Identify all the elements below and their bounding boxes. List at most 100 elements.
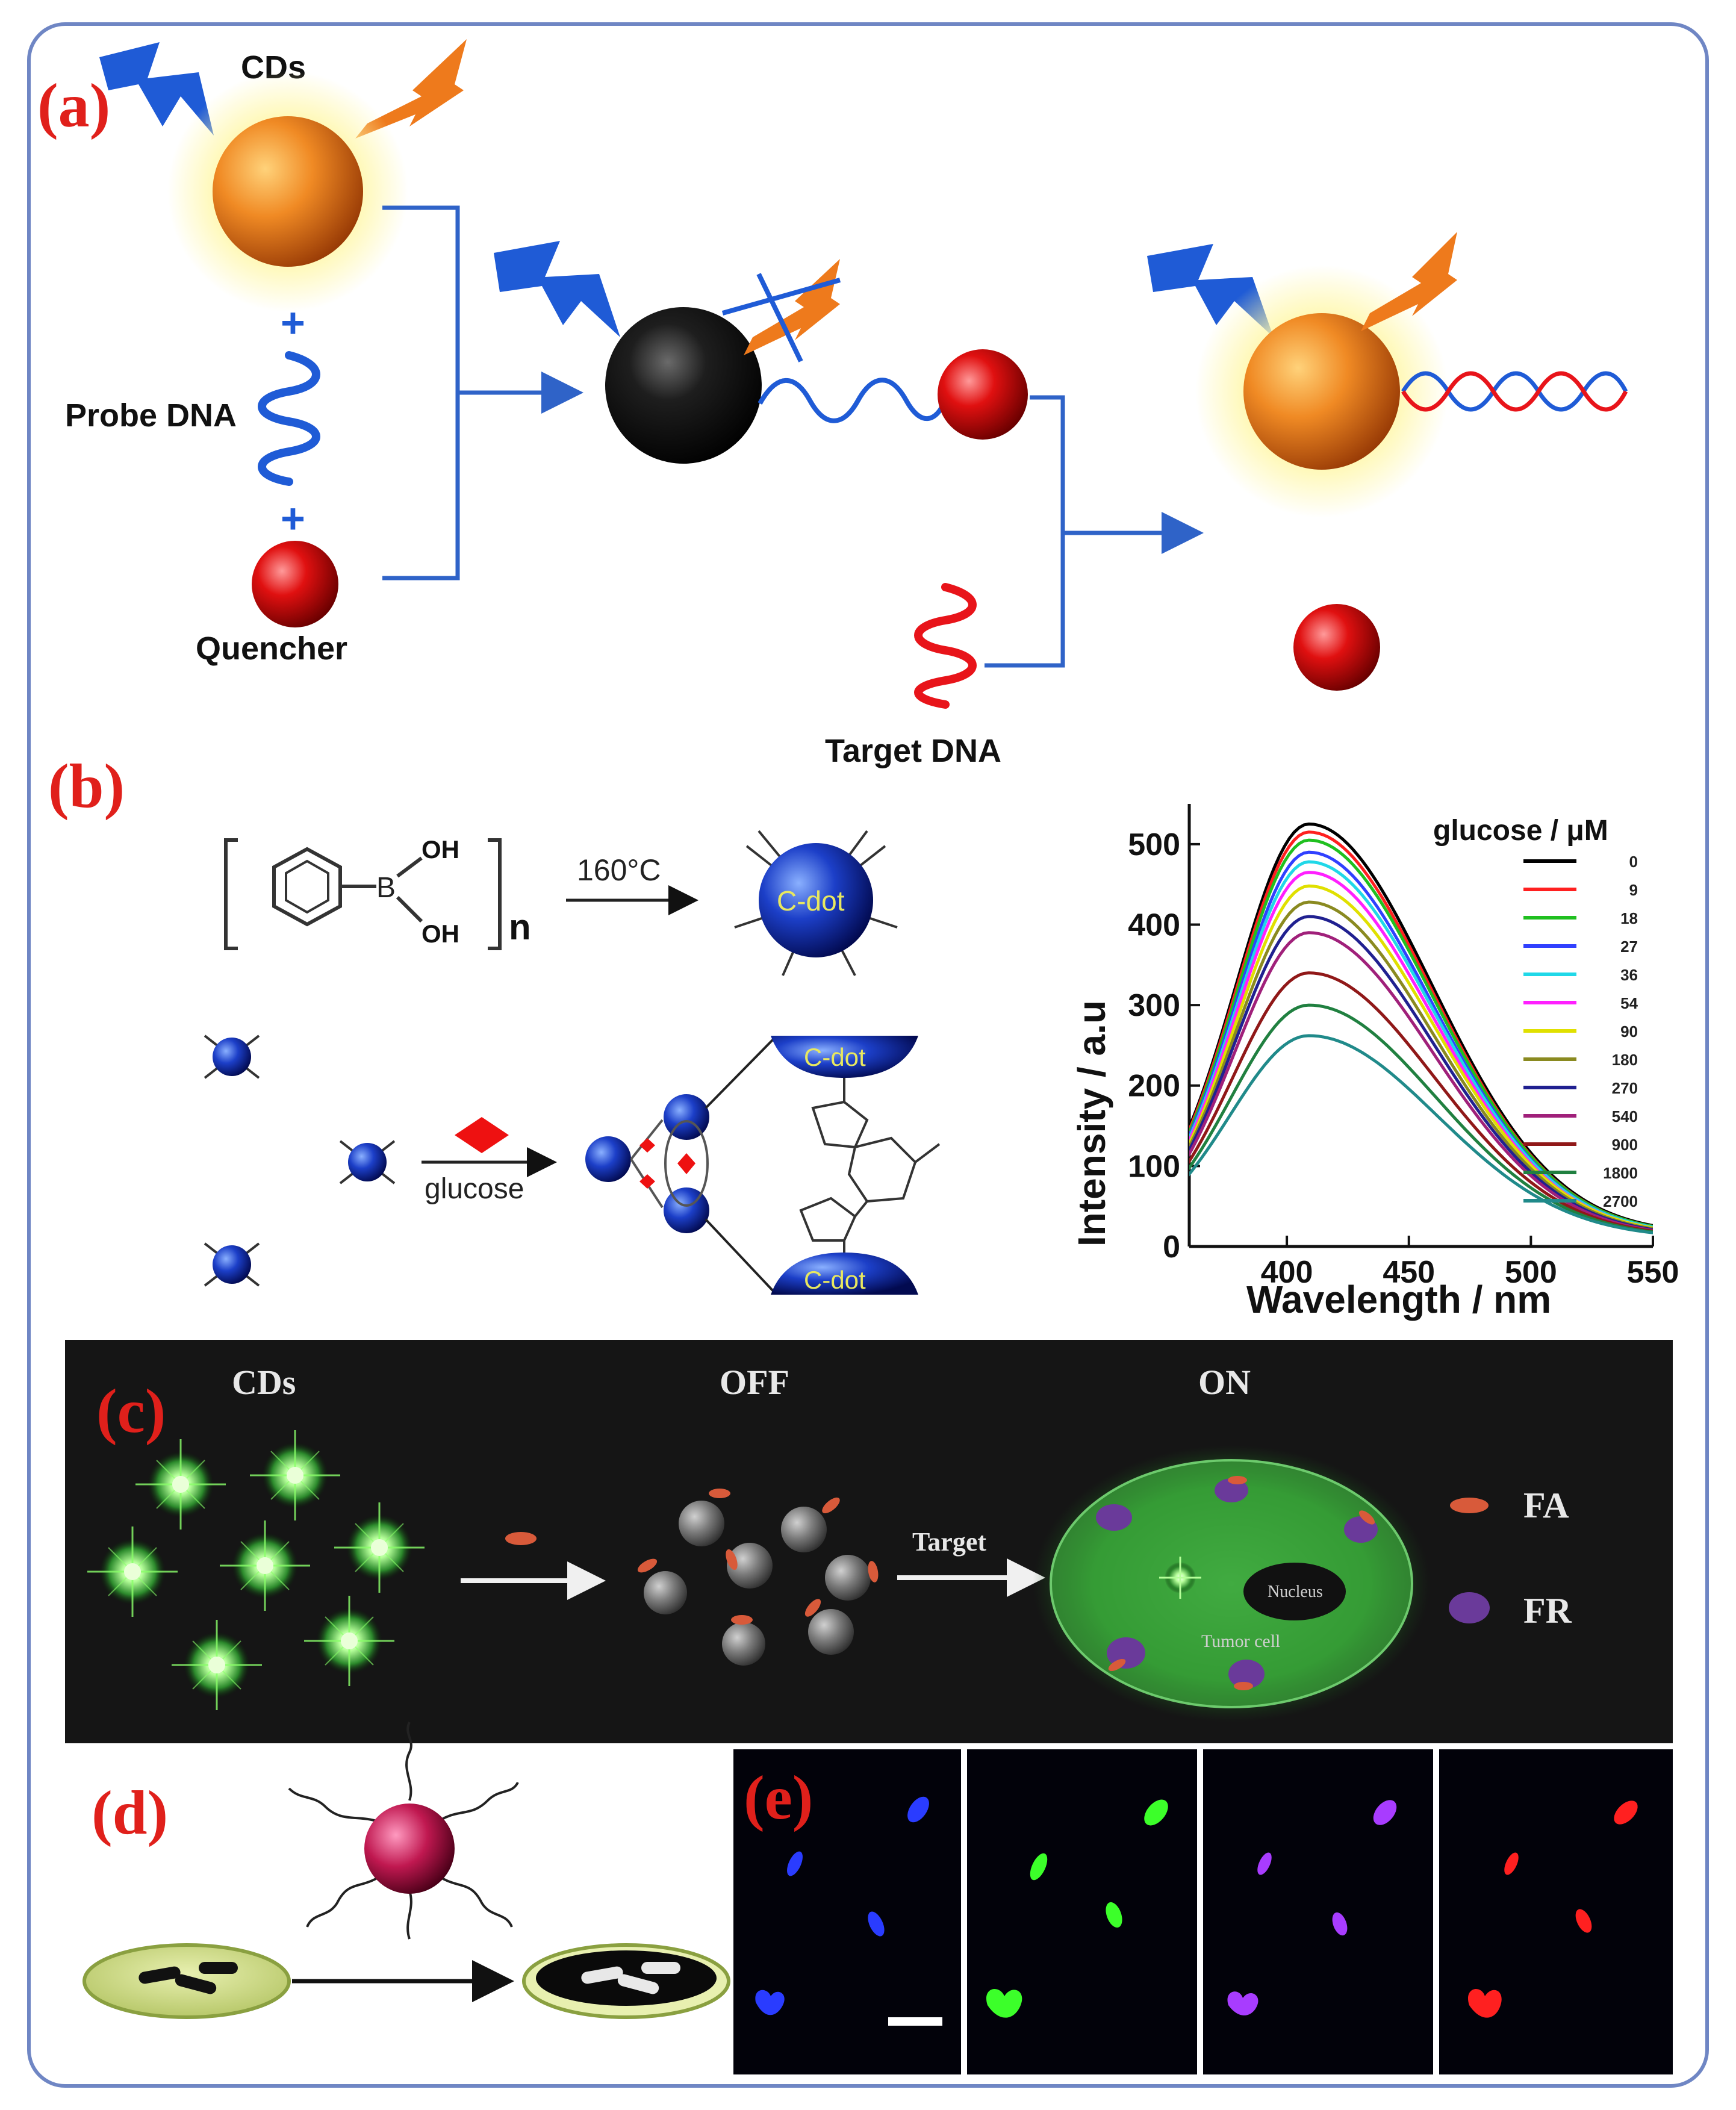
temperature-label: 160°C [577, 853, 661, 887]
cdot-cap-top [771, 1036, 918, 1078]
functionalized-nanoparticle [288, 1722, 519, 1940]
legend-title: glucose / μM [1433, 815, 1608, 847]
green-star-cd [135, 1439, 226, 1530]
micrograph-red [1439, 1749, 1673, 2074]
legend-entry: 54 [1620, 994, 1638, 1012]
panel-e: (e) [733, 1749, 1673, 2074]
green-star-cd [220, 1520, 310, 1611]
orange-lightning-icon [744, 259, 840, 355]
fa-legend-icon [1450, 1498, 1489, 1513]
y-tick-label: 300 [1128, 988, 1180, 1023]
oh-top: OH [422, 835, 459, 864]
legend-entry: 540 [1612, 1107, 1638, 1125]
spectrum-line-2700 [1189, 1034, 1653, 1234]
red-bacteria [1467, 1800, 1638, 2018]
panel-d-label: (d) [92, 1778, 168, 1847]
scale-bar [888, 2017, 942, 2026]
probe-dna-label: Probe DNA [65, 397, 237, 434]
orange-lightning-icon [1361, 232, 1457, 331]
target-label: Target [912, 1527, 986, 1557]
plus-sign-1: + [281, 299, 305, 346]
x-tick-label: 400 [1261, 1255, 1313, 1290]
legend-entry: 180 [1612, 1051, 1638, 1069]
spectrum-line-900 [1189, 971, 1653, 1233]
crosslinked-cdots [585, 1038, 775, 1293]
legend-entry: 270 [1612, 1079, 1638, 1097]
green-bacteria [986, 1799, 1168, 2018]
plus-sign-2: + [281, 495, 305, 542]
glucose-diamond-icon [455, 1117, 509, 1153]
nucleus [1243, 1563, 1346, 1620]
crossed-emission-mark [721, 278, 841, 316]
spectrum-line-540 [1189, 931, 1653, 1232]
probe-dna-strand [258, 351, 320, 486]
target-dna-label: Target DNA [825, 733, 1001, 769]
small-cdot [339, 1140, 396, 1184]
legend-entry: 2700 [1603, 1192, 1638, 1210]
restored-carbon-dot [1243, 313, 1400, 470]
bacteria-dark [138, 1962, 238, 1994]
crossed-emission-mark [756, 273, 803, 363]
oh-bottom: OH [422, 920, 459, 948]
dna-duplex-red [1401, 371, 1628, 412]
legend-entry: 18 [1620, 909, 1638, 927]
dna-duplex-blue [1401, 371, 1628, 412]
x-tick-label: 550 [1627, 1255, 1679, 1290]
benzene-inner [285, 859, 329, 914]
cdot-cap-bottom [771, 1253, 918, 1295]
spectrum-line-270 [1189, 915, 1653, 1231]
quencher-ball [252, 541, 338, 627]
cds-title: CDs [232, 1363, 296, 1402]
panel-e-label: (e) [744, 1763, 813, 1832]
nucleus-label: Nucleus [1268, 1582, 1323, 1601]
panel-d: (d) [82, 1722, 730, 2019]
panel-b: (b) B OH OH n 160°C C-dot [48, 752, 1679, 1321]
x-tick-label: 450 [1383, 1255, 1435, 1290]
legend-entry: 27 [1620, 938, 1638, 956]
blue-lightning-icon [1147, 244, 1274, 337]
bracket-left [224, 838, 238, 950]
cdot-cap-bottom-label: C-dot [804, 1266, 866, 1294]
green-star-cd [334, 1502, 425, 1593]
cdot-label: C-dot [777, 885, 845, 917]
quenched-cds [637, 1489, 879, 1666]
y-tick-label: 500 [1128, 827, 1180, 862]
green-star-cd [304, 1596, 394, 1686]
green-star-cd [250, 1430, 340, 1520]
bound-quencher [938, 349, 1028, 440]
small-cdot [204, 1035, 260, 1079]
b-oh-bond-bottom [396, 895, 423, 923]
target-dna-strand [914, 583, 977, 709]
boron-atom: B [376, 872, 396, 904]
cdot-cap-top-label: C-dot [804, 1043, 866, 1071]
y-tick-label: 400 [1128, 907, 1180, 942]
x-axis-title: Wavelength / nm [1246, 1278, 1551, 1321]
panel-b-label: (b) [48, 752, 125, 821]
legend-entry: 1800 [1603, 1164, 1638, 1182]
fluorescent-cds [87, 1430, 425, 1710]
legend-entry: 90 [1620, 1022, 1638, 1041]
panel-c-background [65, 1340, 1673, 1743]
blue-bacteria [755, 1796, 929, 2015]
blue-lightning-icon [494, 241, 620, 337]
spectrum-curves [1189, 822, 1653, 1234]
glucose-label: glucose [425, 1173, 524, 1205]
quenched-carbon-dot [605, 307, 762, 464]
fa-legend-label: FA [1523, 1486, 1569, 1525]
fr-legend-icon [1449, 1592, 1490, 1623]
carbon-dot [213, 116, 363, 267]
panel-a: (a) CDs + + Probe DNA Quencher T [37, 39, 1628, 769]
fa-molecule-icon [505, 1532, 537, 1545]
y-tick-label: 0 [1163, 1230, 1180, 1265]
fr-legend-label: FR [1523, 1591, 1572, 1631]
panel-c: (c) CDs OFF ON Target [65, 1340, 1673, 1743]
spectrum-line-18 [1189, 838, 1653, 1228]
micrograph-green [967, 1749, 1197, 2074]
quencher-label: Quencher [196, 630, 347, 667]
y-tick-label: 100 [1128, 1149, 1180, 1184]
legend-entry: 900 [1612, 1136, 1638, 1154]
tumor-cell-label: Tumor cell [1201, 1631, 1280, 1651]
glucose-boronate-structure [799, 1078, 941, 1253]
tumor-cell: Nucleus Tumor cell [1033, 1445, 1430, 1722]
